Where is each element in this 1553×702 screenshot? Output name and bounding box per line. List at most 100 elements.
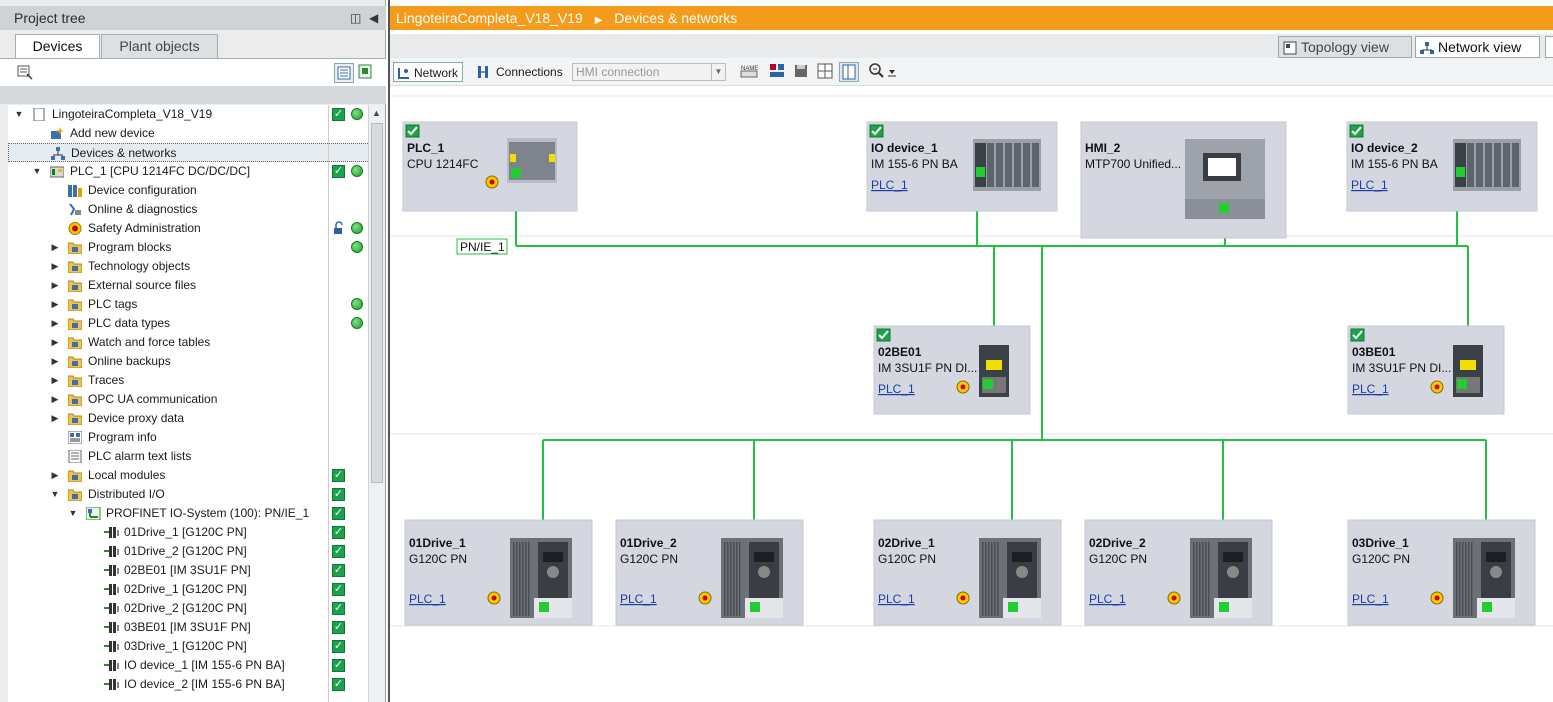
expand-arrow-closed-icon[interactable]: ▶ [51, 375, 59, 385]
safety-icon [698, 591, 712, 605]
show-address-icon[interactable]: NAME [740, 62, 758, 82]
tree-item[interactable]: ▶Technology objects [8, 257, 370, 276]
tree-item[interactable]: ▼Distributed I/O✓ [8, 485, 370, 504]
expand-arrow-open-icon[interactable]: ▼ [32, 166, 42, 176]
tree-item[interactable]: ▶Device proxy data [8, 409, 370, 428]
tab-topology-view[interactable]: Topology view [1278, 36, 1412, 58]
tree-item[interactable]: ▼PLC_1 [CPU 1214FC DC/DC/DC]✓ [8, 162, 370, 181]
tree-item[interactable]: 02BE01 [IM 3SU1F PN]✓ [8, 561, 370, 580]
device-name: 02Drive_2 [1089, 536, 1146, 550]
network-overview-icon[interactable] [768, 62, 786, 82]
pin-icon[interactable]: ◫ [350, 11, 362, 25]
tab-devices[interactable]: Devices [15, 34, 100, 58]
table-view-toggle-icon[interactable] [839, 62, 859, 82]
tree-item[interactable]: ▶Local modules✓ [8, 466, 370, 485]
expand-arrow-closed-icon[interactable]: ▶ [51, 280, 59, 290]
expand-arrow-open-icon[interactable]: ▼ [14, 109, 24, 119]
network-mode-button[interactable]: Network [393, 62, 463, 82]
tree-config-icon[interactable] [16, 63, 36, 83]
tree-item[interactable]: ▼PROFINET IO-System (100): PN/IE_1✓ [8, 504, 370, 523]
tree-item[interactable]: Device configuration [8, 181, 370, 200]
device-box[interactable] [1347, 325, 1505, 415]
tree-item[interactable]: 01Drive_1 [G120C PN]✓ [8, 523, 370, 542]
tree-item[interactable]: IO device_1 [IM 155-6 PN BA]✓ [8, 656, 370, 675]
device-plc-link[interactable]: PLC_1 [1352, 382, 1389, 396]
tree-item[interactable]: Add new device [8, 124, 370, 143]
tree-item[interactable]: ▶External source files [8, 276, 370, 295]
device-plc-link[interactable]: PLC_1 [878, 382, 915, 396]
tree-item[interactable]: IO device_2 [IM 155-6 PN BA]✓ [8, 675, 370, 694]
tree-item[interactable]: 03BE01 [IM 3SU1F PN]✓ [8, 618, 370, 637]
tree-item[interactable]: 01Drive_2 [G120C PN]✓ [8, 542, 370, 561]
tree-overview-icon[interactable] [357, 63, 377, 83]
connections-mode-button[interactable]: Connections [474, 62, 563, 82]
tree-item[interactable]: Safety Administration [8, 219, 370, 238]
tree-item[interactable]: ▶Program blocks [8, 238, 370, 257]
device-type: IM 3SU1F PN DI... [878, 361, 977, 375]
device-plc-link[interactable]: PLC_1 [1089, 592, 1126, 606]
tree-item[interactable]: Online & diagnostics [8, 200, 370, 219]
device-plc-link[interactable]: PLC_1 [1351, 178, 1388, 192]
expand-arrow-open-icon[interactable]: ▼ [68, 508, 78, 518]
tree-item[interactable]: ▶Watch and force tables [8, 333, 370, 352]
save-window-settings-icon[interactable] [792, 62, 810, 82]
tab-plant-objects[interactable]: Plant objects [101, 34, 218, 58]
expand-arrow-closed-icon[interactable]: ▶ [51, 299, 59, 309]
grid-icon[interactable] [816, 62, 834, 82]
scroll-up-icon[interactable]: ▲ [372, 108, 381, 118]
tab-network-view[interactable]: Network view [1415, 36, 1540, 58]
expand-arrow-closed-icon[interactable]: ▶ [51, 413, 59, 423]
tree-item[interactable]: 03Drive_1 [G120C PN]✓ [8, 637, 370, 656]
tree-item[interactable]: ▶PLC tags [8, 295, 370, 314]
expand-arrow-closed-icon[interactable]: ▶ [51, 318, 59, 328]
device-plc-link[interactable]: PLC_1 [409, 592, 446, 606]
expand-arrow-closed-icon[interactable]: ▶ [51, 261, 59, 271]
expand-arrow-closed-icon[interactable]: ▶ [51, 394, 59, 404]
device-plc-link[interactable]: PLC_1 [1352, 592, 1389, 606]
expand-arrow-closed-icon[interactable]: ▶ [51, 470, 59, 480]
io-device-icon [104, 659, 119, 672]
tree-item-label: 02BE01 [IM 3SU1F PN] [124, 563, 251, 577]
tree-scrollbar[interactable]: ▲ [368, 105, 385, 702]
expand-arrow-closed-icon[interactable]: ▶ [51, 337, 59, 347]
tab-device-view-edge[interactable] [1545, 36, 1553, 58]
expand-arrow-open-icon[interactable]: ▼ [50, 489, 60, 499]
tree-item[interactable]: ▶OPC UA communication [8, 390, 370, 409]
tree-view-details-icon[interactable] [334, 63, 354, 83]
zoom-icon[interactable] [868, 62, 898, 82]
expand-arrow-closed-icon[interactable]: ▶ [51, 242, 59, 252]
breadcrumb-project[interactable]: LingoteiraCompleta_V18_V19 [396, 10, 583, 26]
device-type: IM 3SU1F PN DI... [1352, 361, 1451, 375]
tree-item[interactable]: ▶Online backups [8, 352, 370, 371]
tree-item[interactable]: 02Drive_1 [G120C PN]✓ [8, 580, 370, 599]
tree-item[interactable]: Devices & networks [8, 143, 370, 162]
tree-item[interactable]: PLC alarm text lists [8, 447, 370, 466]
expand-arrow-closed-icon[interactable]: ▶ [51, 356, 59, 366]
tree-scroll-thumb[interactable] [371, 123, 383, 483]
subnet-label[interactable]: PN/IE_1 [456, 238, 508, 255]
device-plc-link[interactable]: PLC_1 [620, 592, 657, 606]
device-plc-link[interactable]: PLC_1 [878, 592, 915, 606]
tree-item[interactable]: Program info [8, 428, 370, 447]
tree-item[interactable]: 02Drive_2 [G120C PN]✓ [8, 599, 370, 618]
device-plc-link[interactable]: PLC_1 [871, 178, 908, 192]
tree-item[interactable]: ▶Traces [8, 371, 370, 390]
tree-item[interactable]: ▼LingoteiraCompleta_V18_V19✓ [8, 105, 370, 124]
connection-type-select[interactable]: HMI connection ▼ [572, 63, 726, 81]
chevron-down-icon[interactable]: ▼ [711, 64, 725, 80]
collapse-left-icon[interactable]: ◀ [369, 11, 379, 25]
tree-item[interactable]: ▶PLC data types [8, 314, 370, 333]
breadcrumb-devices-networks[interactable]: Devices & networks [614, 10, 738, 26]
